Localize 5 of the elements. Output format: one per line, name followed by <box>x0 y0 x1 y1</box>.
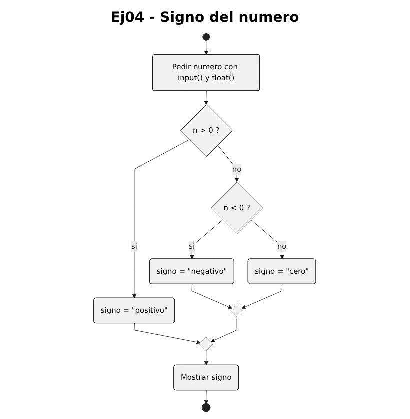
node-diamond <box>230 304 245 318</box>
diagram-title: Ej04 - Signo del numero <box>110 10 300 26</box>
node-circle <box>202 403 211 412</box>
node-circle <box>202 34 210 41</box>
node-diamond <box>199 337 214 352</box>
